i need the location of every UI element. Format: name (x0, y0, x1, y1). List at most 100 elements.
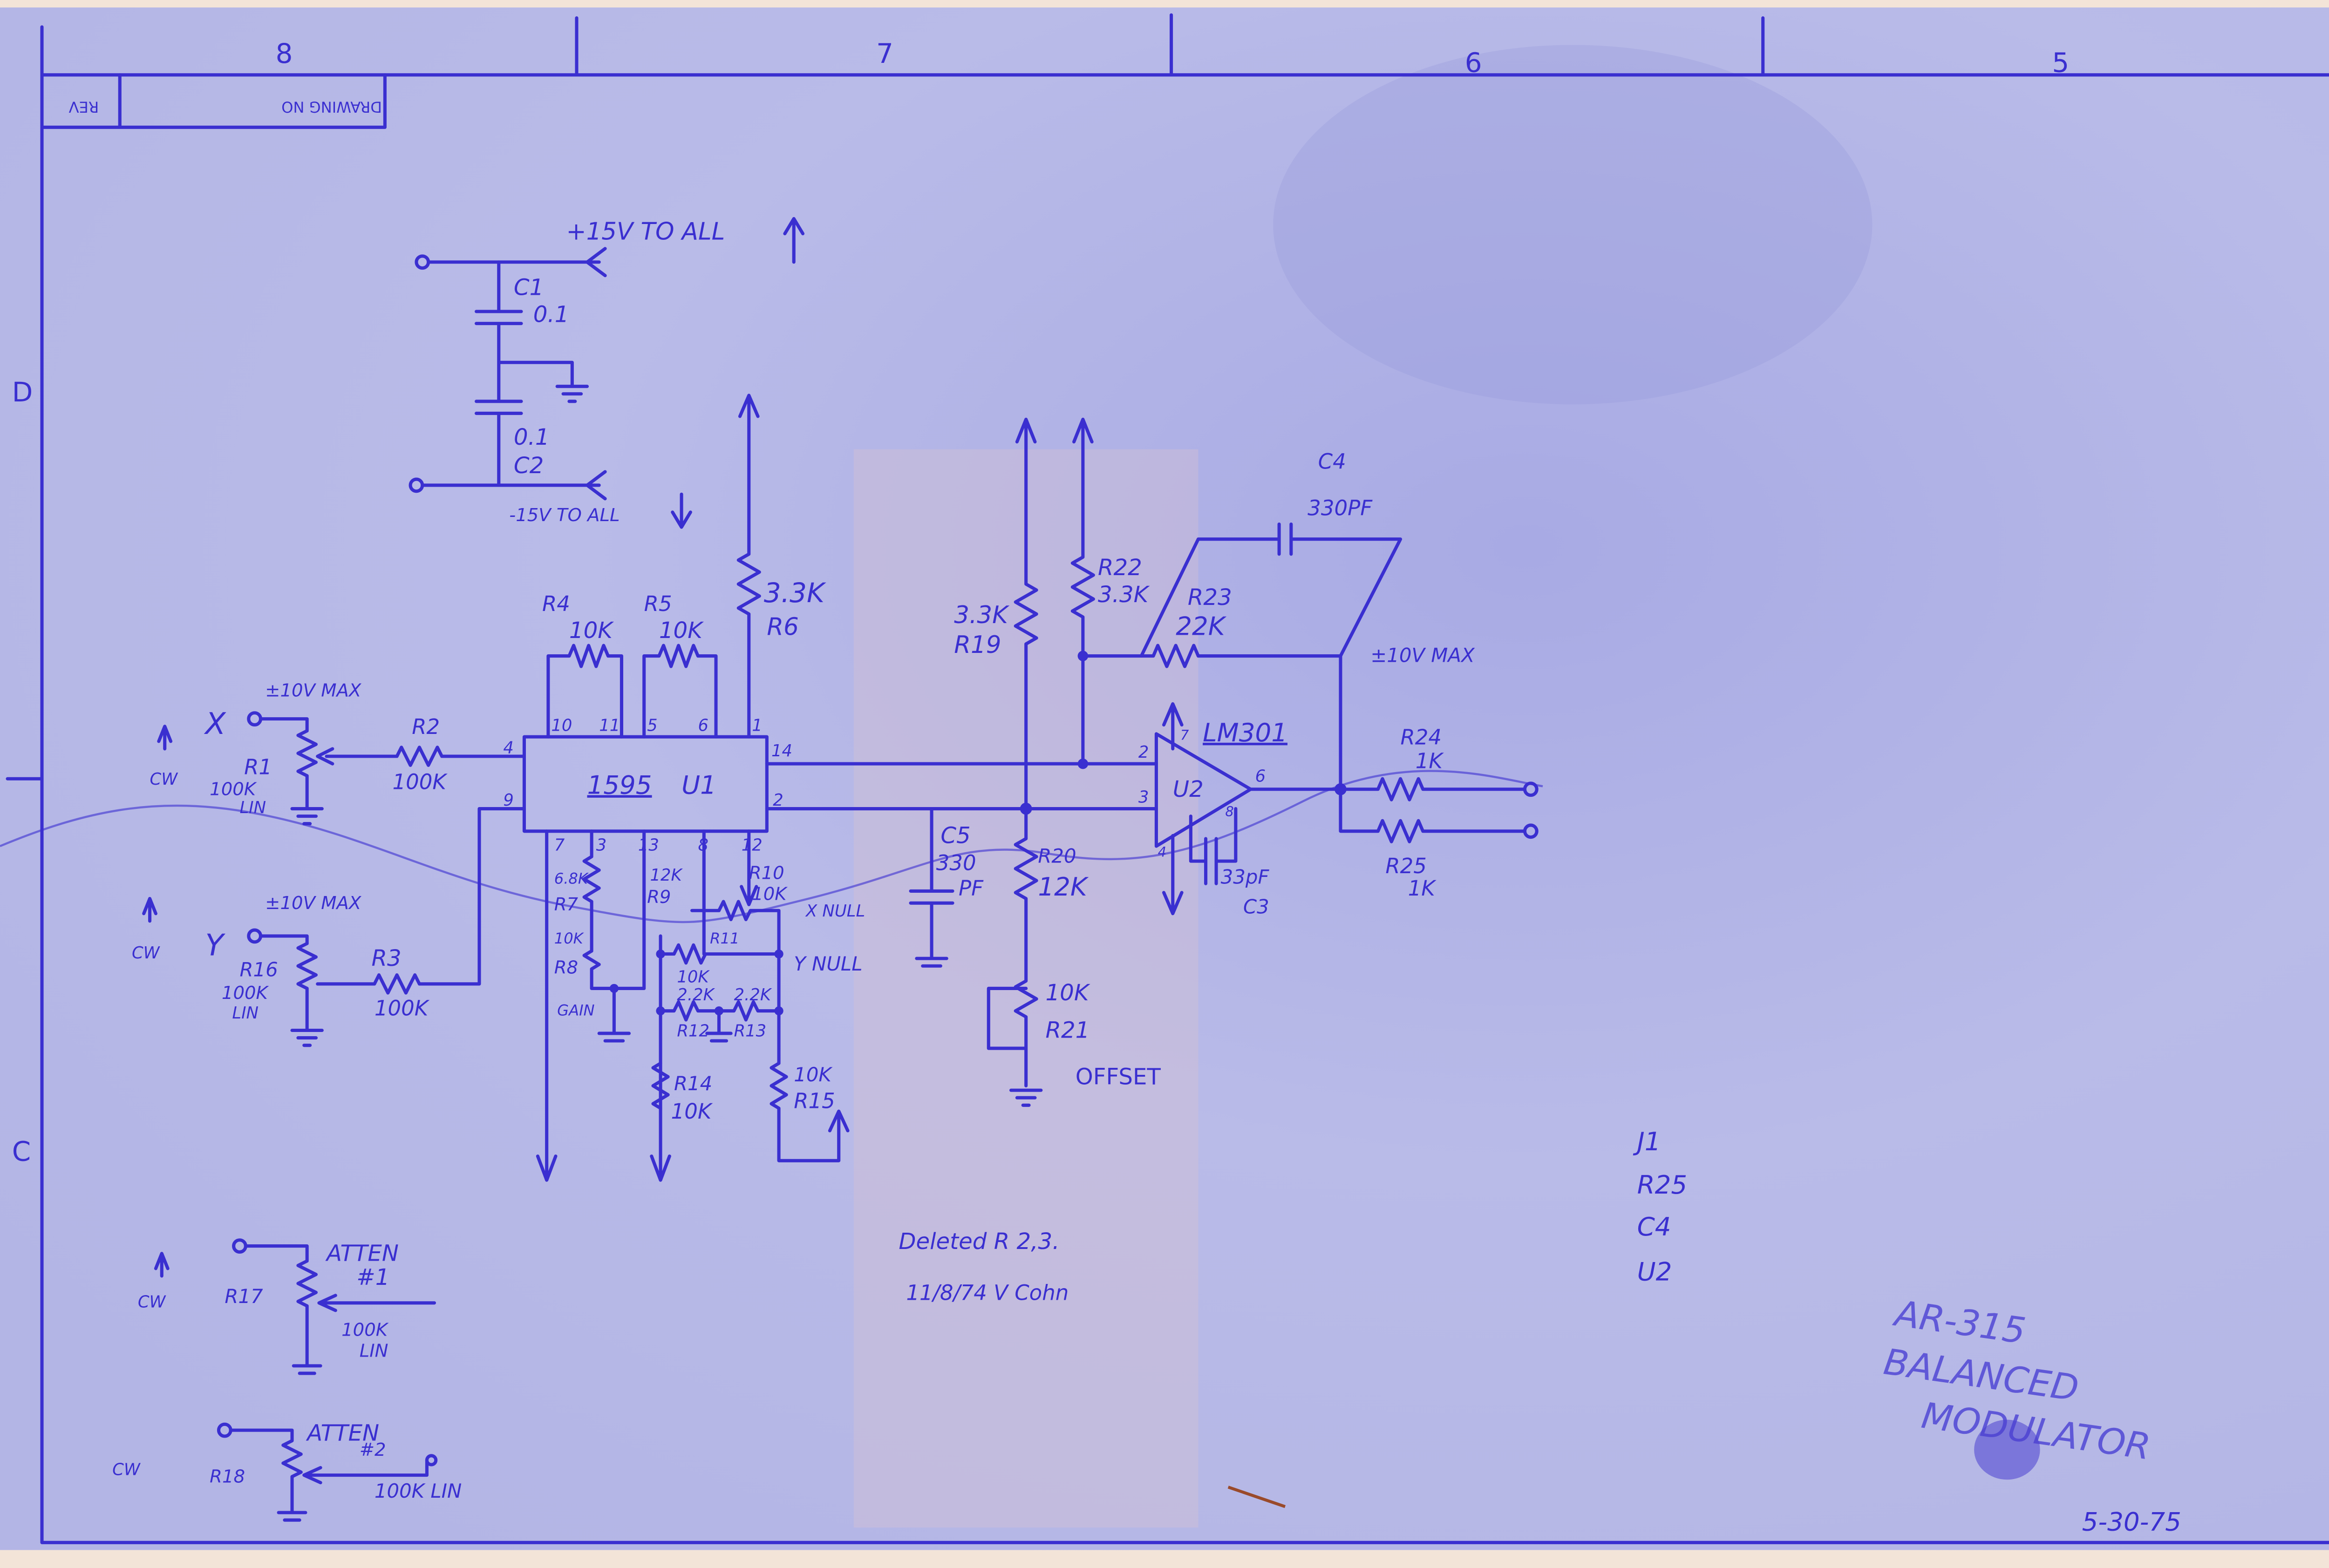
r19-ref: R19 (954, 631, 1001, 659)
r5-ref: R5 (644, 591, 672, 616)
paper (0, 7, 2329, 1550)
u2-pin-7: 7 (1180, 727, 1189, 743)
r7-value: 6.8K (554, 869, 589, 887)
r8-ref: R8 (554, 957, 578, 978)
u1-pin-3: 3 (596, 836, 606, 855)
r3-ref: R3 (371, 945, 401, 971)
r13-value: 2.2K (734, 985, 772, 1005)
u1-pin-9: 9 (503, 791, 513, 810)
output-stage: LM301 U2 2 3 6 7 4 8 3.3K R19 R22 3.3K R… (765, 417, 1539, 1107)
zone-8: 8 (276, 38, 293, 69)
r20-value: 12K (1038, 872, 1089, 902)
c1-value: 0.1 (533, 301, 569, 327)
r23-ref: R23 (1188, 584, 1232, 611)
r1-value: 100K (210, 779, 257, 800)
zone-7: 7 (876, 38, 893, 69)
row-d: D (12, 376, 33, 408)
atten1-number: #1 (356, 1264, 389, 1290)
c3-value: 33pF (1221, 865, 1270, 888)
plus-15v-label: +15V TO ALL (566, 218, 725, 246)
r24-value: 1K (1416, 749, 1444, 774)
output-max-label: ±10V MAX (1370, 644, 1475, 666)
parts-list-item: C4 (1637, 1212, 1671, 1242)
revision-note: Deleted R 2,3. (899, 1229, 1059, 1255)
c5-unit: PF (959, 876, 984, 901)
r1-ref: R1 (244, 755, 272, 780)
r22-value: 3.3K (1098, 582, 1150, 608)
r9-ref: R9 (647, 887, 671, 908)
revision-date: 11/8/74 V Cohn (906, 1280, 1069, 1305)
r14-value: 10K (671, 1099, 713, 1124)
parts-list-item: R25 (1637, 1170, 1688, 1200)
r18-value: 100K LIN (375, 1480, 462, 1502)
c4-value: 330PF (1308, 496, 1373, 520)
attenuators: ATTEN #1 R17 100K LIN CW ATTEN #2 R18 10… (112, 1238, 462, 1522)
x-cw-label: CW (150, 770, 179, 789)
r16-taper: LIN (232, 1004, 259, 1023)
r2-value: 100K (392, 770, 448, 794)
r15-ref: R15 (794, 1089, 835, 1113)
r3-value: 100K (375, 996, 430, 1020)
r21-ref: R21 (1045, 1018, 1090, 1044)
r18-ref: R18 (210, 1466, 245, 1487)
r22-ref: R22 (1098, 555, 1142, 581)
drawing-frame: 8 7 6 5 D C DRAWING NO REV (6, 13, 2329, 1544)
y-cw-label: CW (132, 944, 161, 963)
r10-ref: R10 (749, 863, 784, 884)
u2-pin-4: 4 (1158, 844, 1166, 860)
r17-value: 100K (341, 1320, 389, 1341)
x-input-label: X (204, 706, 227, 741)
r11-value: 10K (677, 968, 710, 987)
y-input-label: Y (205, 928, 226, 963)
parts-list-item: J1 (1633, 1127, 1661, 1156)
r16-value: 100K (222, 983, 269, 1004)
u1-pin-14: 14 (771, 741, 792, 760)
u2-part: LM301 (1203, 718, 1287, 747)
r6-value: 3.3K (764, 577, 826, 609)
c4-ref: C4 (1318, 449, 1346, 474)
drawing-date: 5-30-75 (2082, 1507, 2181, 1537)
u2-pin-2: 2 (1138, 743, 1149, 762)
gain-label: GAIN (557, 1001, 594, 1019)
u1-pin-5: 5 (647, 716, 657, 735)
r23-value: 22K (1176, 611, 1227, 641)
x-max-label: ±10V MAX (265, 680, 362, 701)
r11-ref: R11 (710, 930, 739, 947)
x-null-label: X NULL (805, 902, 865, 921)
minus-15v-label: -15V TO ALL (509, 505, 620, 526)
r21-value: 10K (1045, 980, 1090, 1006)
u1-pin-1: 1 (752, 716, 762, 735)
atten1-title: ATTEN (325, 1241, 399, 1267)
u1-pin-12: 12 (742, 836, 763, 855)
atten2-cw-label: CW (112, 1460, 141, 1480)
atten1-cw-label: CW (138, 1292, 167, 1311)
r12-ref: R12 (677, 1021, 709, 1040)
u1-pin-10: 10 (551, 716, 572, 735)
u1-ref: U1 (681, 770, 716, 800)
u1-part: 1595 (587, 770, 652, 800)
offset-label: OFFSET (1076, 1064, 1161, 1090)
u1-pin-13: 13 (638, 836, 659, 855)
r19-value: 3.3K (954, 601, 1010, 629)
r15-value: 10K (794, 1063, 833, 1086)
u1-pin-7: 7 (554, 836, 565, 855)
row-c: C (12, 1135, 31, 1167)
u2-pin-6: 6 (1255, 767, 1266, 786)
r9-value: 12K (650, 866, 683, 885)
r13-ref: R13 (734, 1021, 767, 1040)
atten2-title: ATTEN (306, 1420, 379, 1446)
title-box-rev: REV (69, 98, 99, 116)
title-box-drawing-no: DRAWING NO (281, 98, 382, 116)
r4-value: 10K (569, 618, 614, 644)
r6-ref: R6 (767, 613, 798, 641)
r14-ref: R14 (674, 1072, 712, 1095)
zone-5: 5 (2052, 47, 2069, 78)
y-max-label: ±10V MAX (265, 893, 362, 914)
u1-1595-multiplier: 1595 U1 10 11 5 6 1 14 2 4 9 7 3 13 8 12… (503, 394, 826, 855)
y-null-label: Y NULL (794, 952, 862, 975)
c5-ref: C5 (940, 823, 970, 849)
xy-inputs: ±10V MAX X R1 100K LIN CW R2 100K ±10V M… (132, 680, 526, 1047)
r17-ref: R17 (225, 1285, 263, 1308)
c2-value: 0.1 (514, 424, 550, 450)
